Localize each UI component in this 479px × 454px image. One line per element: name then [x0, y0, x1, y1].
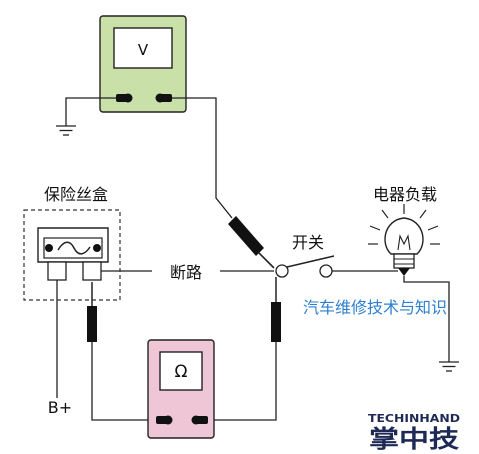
ohmmeter-symbol: Ω: [175, 362, 188, 382]
ground-symbol-left: [56, 125, 76, 136]
brand-small-text: TECHINHAND: [368, 412, 460, 425]
voltmeter-symbol: V: [138, 41, 149, 59]
battery-positive-label: B+: [48, 398, 72, 417]
voltmeter-display: [113, 27, 173, 69]
open-circuit-label: 断路: [170, 263, 202, 282]
voltmeter-v-plug: [160, 94, 172, 102]
ohmmeter-probe-left: [87, 282, 97, 342]
voltmeter: V: [99, 15, 187, 113]
fuse-box-outline: [23, 209, 121, 301]
fuse-box-label: 保险丝盒: [44, 185, 108, 204]
ohmmeter-lead-left: [91, 342, 150, 421]
switch-label: 开关: [292, 233, 324, 252]
watermark-text: 汽车维修技术与知识: [303, 298, 447, 317]
ohmmeter: Ω: [147, 339, 215, 439]
ohmmeter-probe-right: [271, 277, 281, 342]
switch: [275, 255, 335, 278]
voltmeter-probe: [228, 216, 275, 269]
lamp-icon: [368, 204, 440, 276]
load-label: 电器负载: [373, 185, 437, 204]
voltmeter-probe-lead: [172, 97, 233, 219]
voltmeter-ground-lead: [65, 97, 116, 126]
ohmmeter-com-plug: [156, 416, 168, 424]
brand-logo-text: 掌中技: [369, 425, 460, 453]
ohmmeter-ohm-plug: [196, 416, 208, 424]
load-ground-wire: [403, 276, 450, 362]
ohmmeter-display: [159, 351, 203, 391]
fuse: [37, 227, 109, 281]
ohmmeter-lead-right: [208, 342, 277, 421]
ground-symbol-right: [439, 361, 459, 372]
voltmeter-com-plug: [116, 94, 128, 102]
